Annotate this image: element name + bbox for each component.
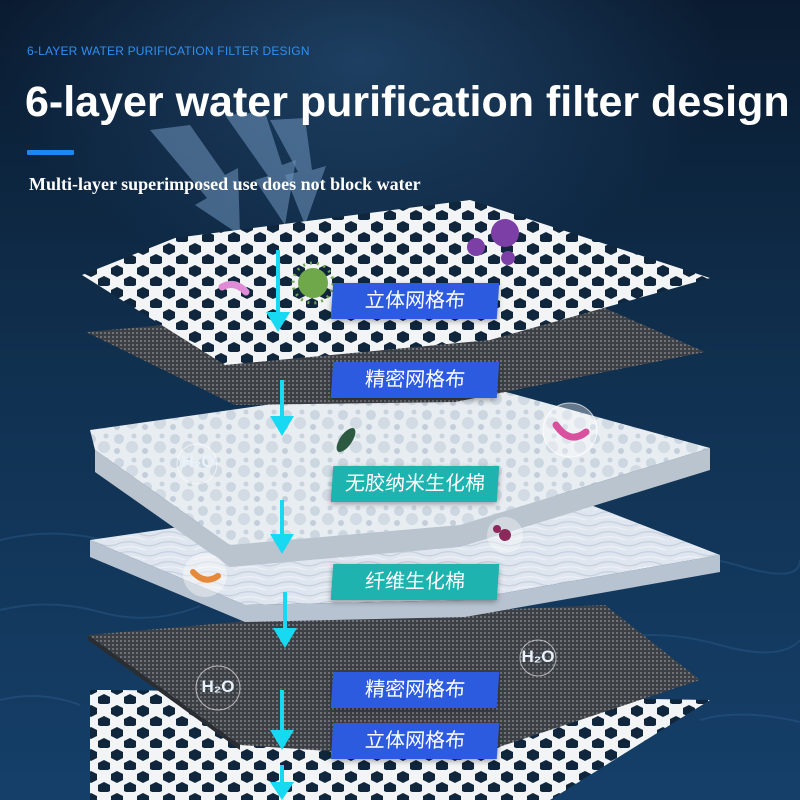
layer-1-label: 立体网格布 [330,283,500,319]
eyebrow-heading: 6-LAYER WATER PURIFICATION FILTER DESIGN [27,44,310,58]
layer-4-edge [90,540,720,622]
worm-bubble-icon [183,553,227,597]
layer-3-edge [95,448,710,567]
down-arrow-icon [273,592,297,648]
bacteria-icon [336,428,356,452]
layer-2-label: 精密网格布 [330,362,500,398]
down-arrow-icon [270,500,294,554]
virus-cluster-icon [467,219,519,265]
layer-5-edge [88,635,240,750]
germ-bubble-icon [487,517,523,553]
layer-1-sheet [82,200,710,365]
subtitle: Multi-layer superimposed use does not bl… [29,174,421,194]
layer-4-label: 纤维生化棉 [330,564,500,600]
down-arrow-icon [266,250,290,332]
bacteria-bubble-icon [542,402,598,458]
h2o-label: H₂O [181,452,215,471]
page-title: 6-layer water purification filter design [25,78,790,126]
down-arrow-icon [270,380,294,436]
h2o-bubble-icon [176,443,557,711]
layer-5-label: 精密网格布 [330,672,500,708]
layer-3-sheet [90,378,710,545]
h2o-label: H₂O [201,677,235,696]
down-arrow-icon [270,690,294,750]
layer-3-label: 无胶纳米生化棉 [330,466,500,502]
layer-6-label: 立体网格布 [330,723,500,759]
big-flow-arrows [150,112,326,235]
contaminants [176,219,598,711]
accent-bar [27,150,74,155]
worm-icon [218,280,250,296]
h2o-label: H₂O [521,647,555,666]
down-arrow-icon [270,765,294,800]
flow-arrows [266,250,297,800]
